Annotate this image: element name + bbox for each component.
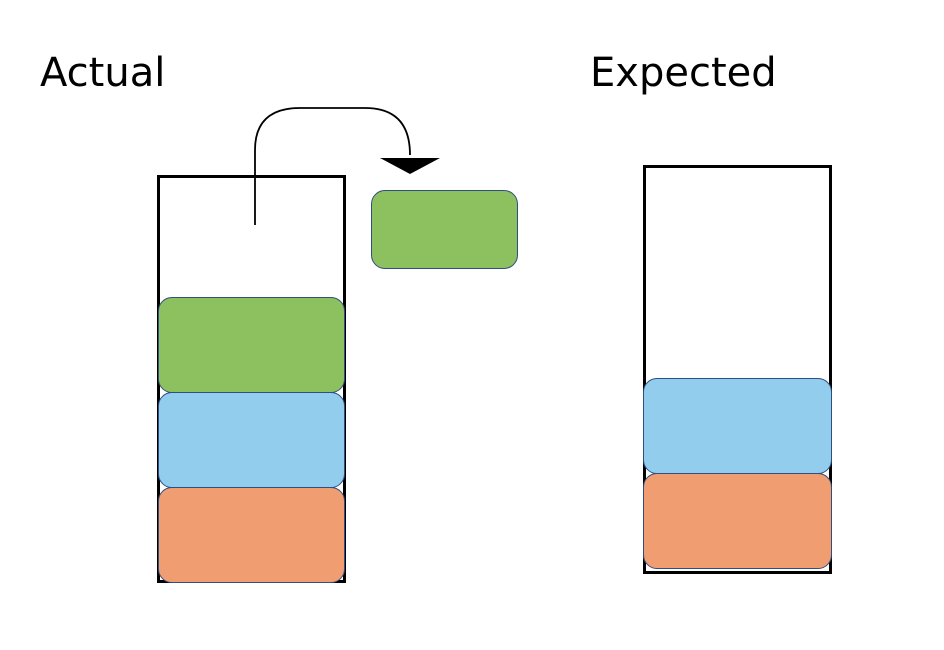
popped-green-block [371, 190, 518, 269]
expected-title: Expected [590, 50, 777, 96]
expected-blue-block [643, 378, 832, 474]
expected-orange-block [643, 473, 832, 569]
arrowhead-icon [380, 158, 440, 174]
actual-blue-block [158, 392, 345, 488]
actual-title: Actual [40, 50, 166, 96]
expected-stack-container [643, 165, 832, 574]
actual-orange-block [158, 487, 345, 583]
arrow-path [254, 107, 411, 225]
